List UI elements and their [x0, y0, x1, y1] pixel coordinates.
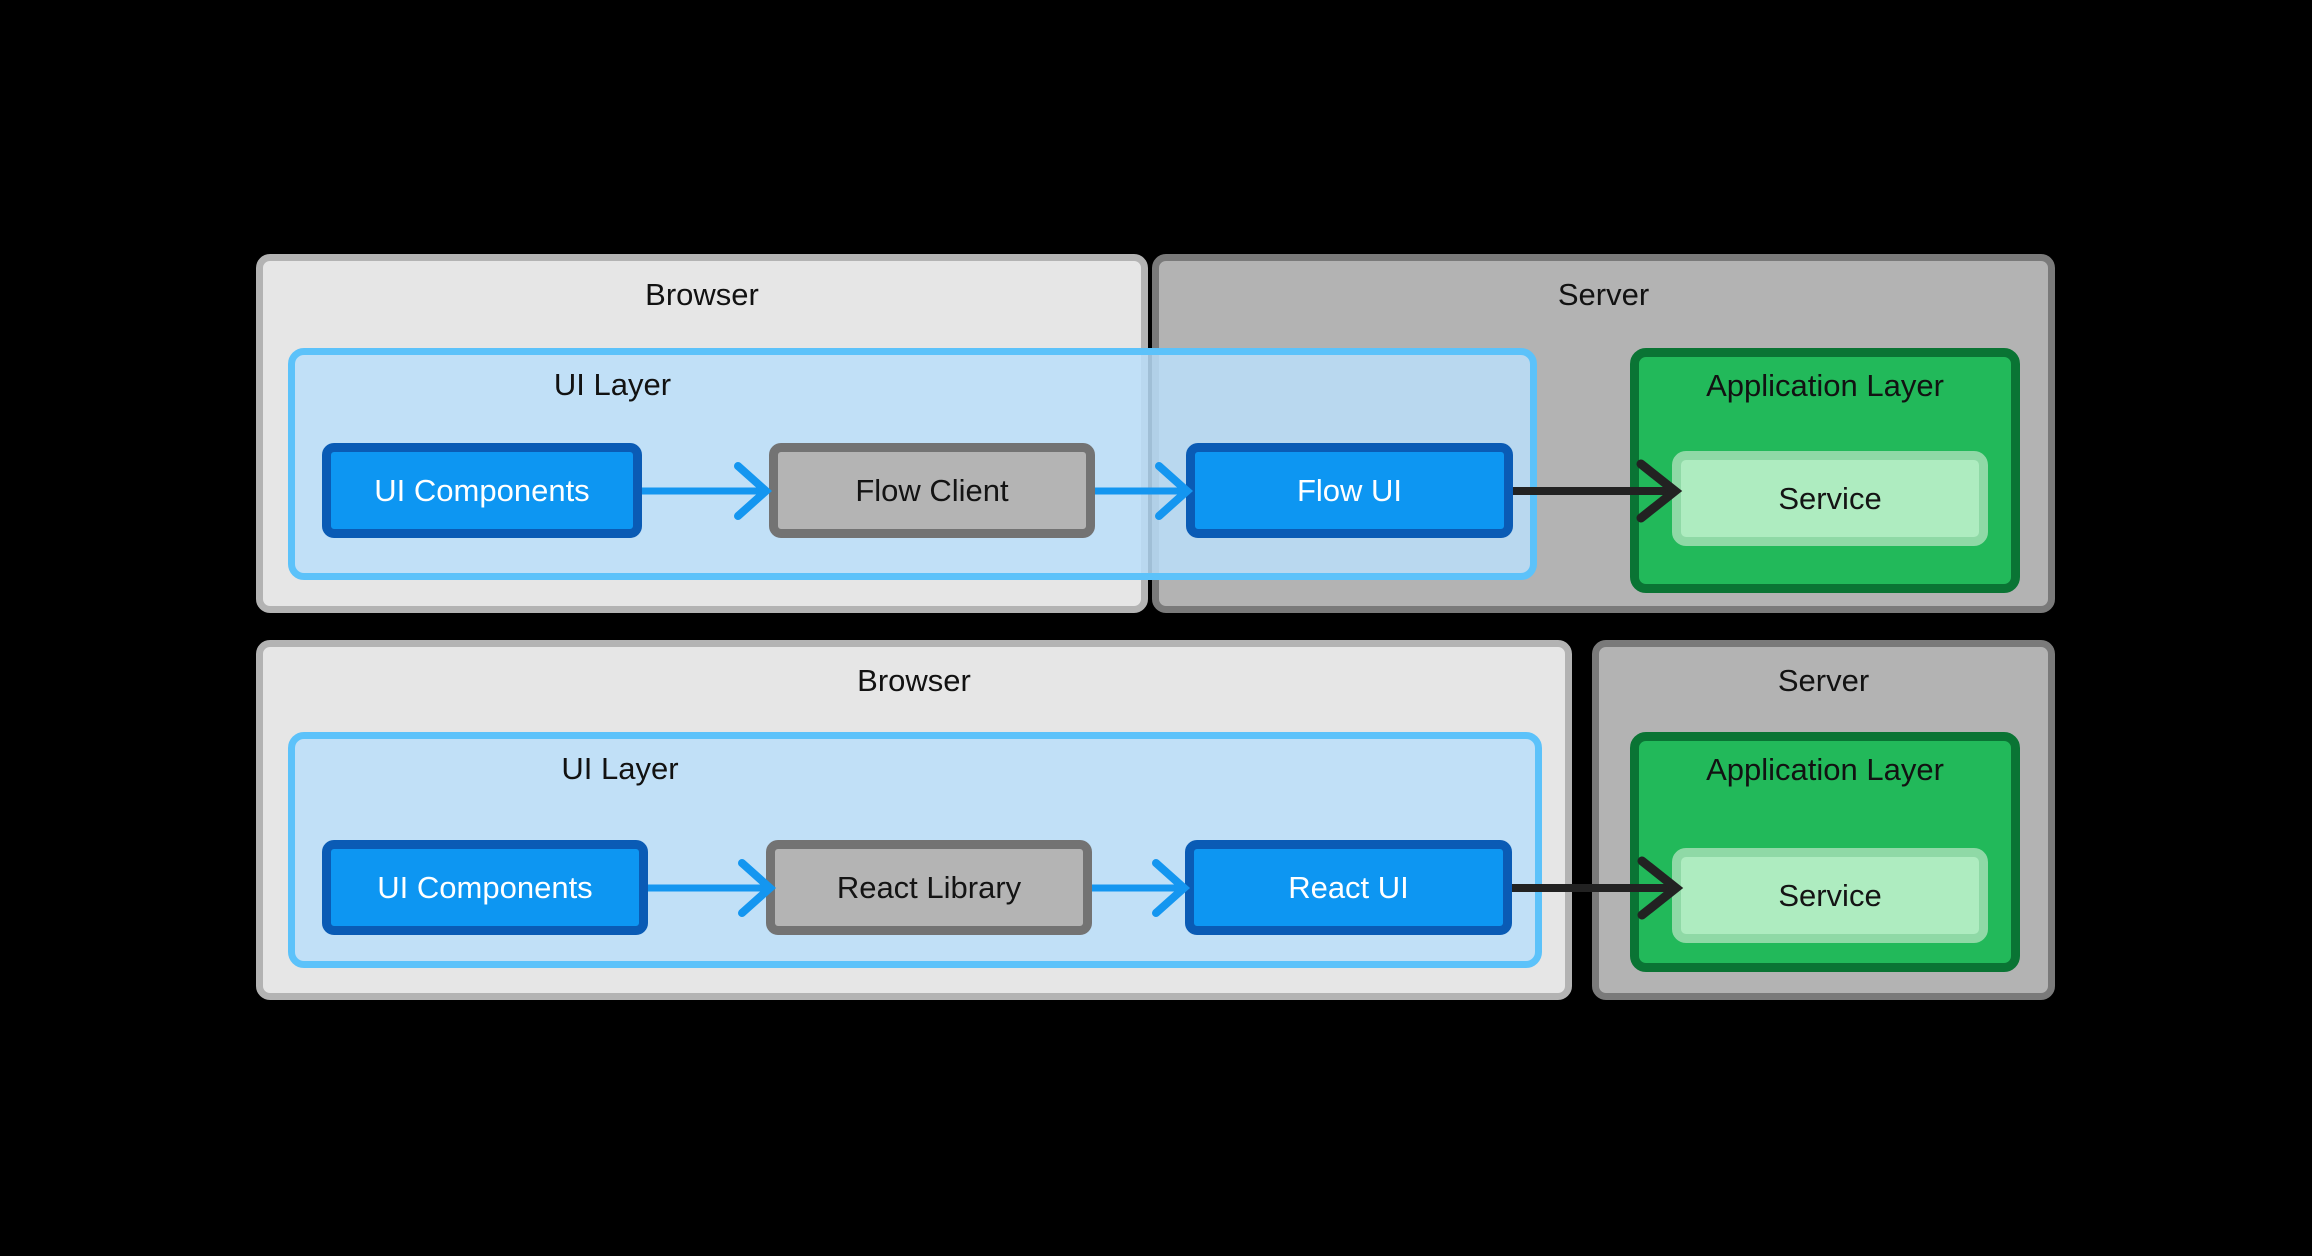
react-row-application-layer-label: Application Layer: [1706, 752, 1944, 787]
flow-row-server-label: Server: [1557, 277, 1650, 312]
flow-row-service-node[interactable]: Service: [1672, 451, 1988, 546]
react-row-middle-label: React Library: [836, 869, 1022, 905]
react-row-ui-components-label: UI Components: [377, 869, 593, 905]
flow-row-ui-components-label: UI Components: [374, 472, 590, 508]
react-row-ui-components-node[interactable]: UI Components: [322, 840, 648, 935]
flow-row-middle-label: Flow Client: [855, 472, 1009, 508]
react-row-middle-node[interactable]: React Library: [766, 840, 1092, 935]
flow-row-service-label: Service: [1778, 480, 1882, 516]
flow-row-server-ui-label: Flow UI: [1296, 472, 1403, 508]
react-row-server-ui-node[interactable]: React UI: [1185, 840, 1512, 935]
flow-row-middle-node[interactable]: Flow Client: [769, 443, 1095, 538]
react-row-ui-layer-label: UI Layer: [561, 751, 679, 786]
react-row-service-node[interactable]: Service: [1672, 848, 1988, 943]
flow-row-ui-components-node[interactable]: UI Components: [322, 443, 642, 538]
react-row-server-label: Server: [1777, 663, 1870, 698]
react-row-server-ui-label: React UI: [1288, 869, 1409, 905]
react-row-browser-label: Browser: [857, 663, 971, 698]
flow-row-server-ui-node[interactable]: Flow UI: [1186, 443, 1513, 538]
flow-row-ui-layer-label: UI Layer: [553, 367, 672, 402]
react-row-service-label: Service: [1778, 877, 1882, 913]
flow-row-application-layer-label: Application Layer: [1706, 368, 1944, 403]
flow-row-browser-label: Browser: [645, 277, 759, 312]
